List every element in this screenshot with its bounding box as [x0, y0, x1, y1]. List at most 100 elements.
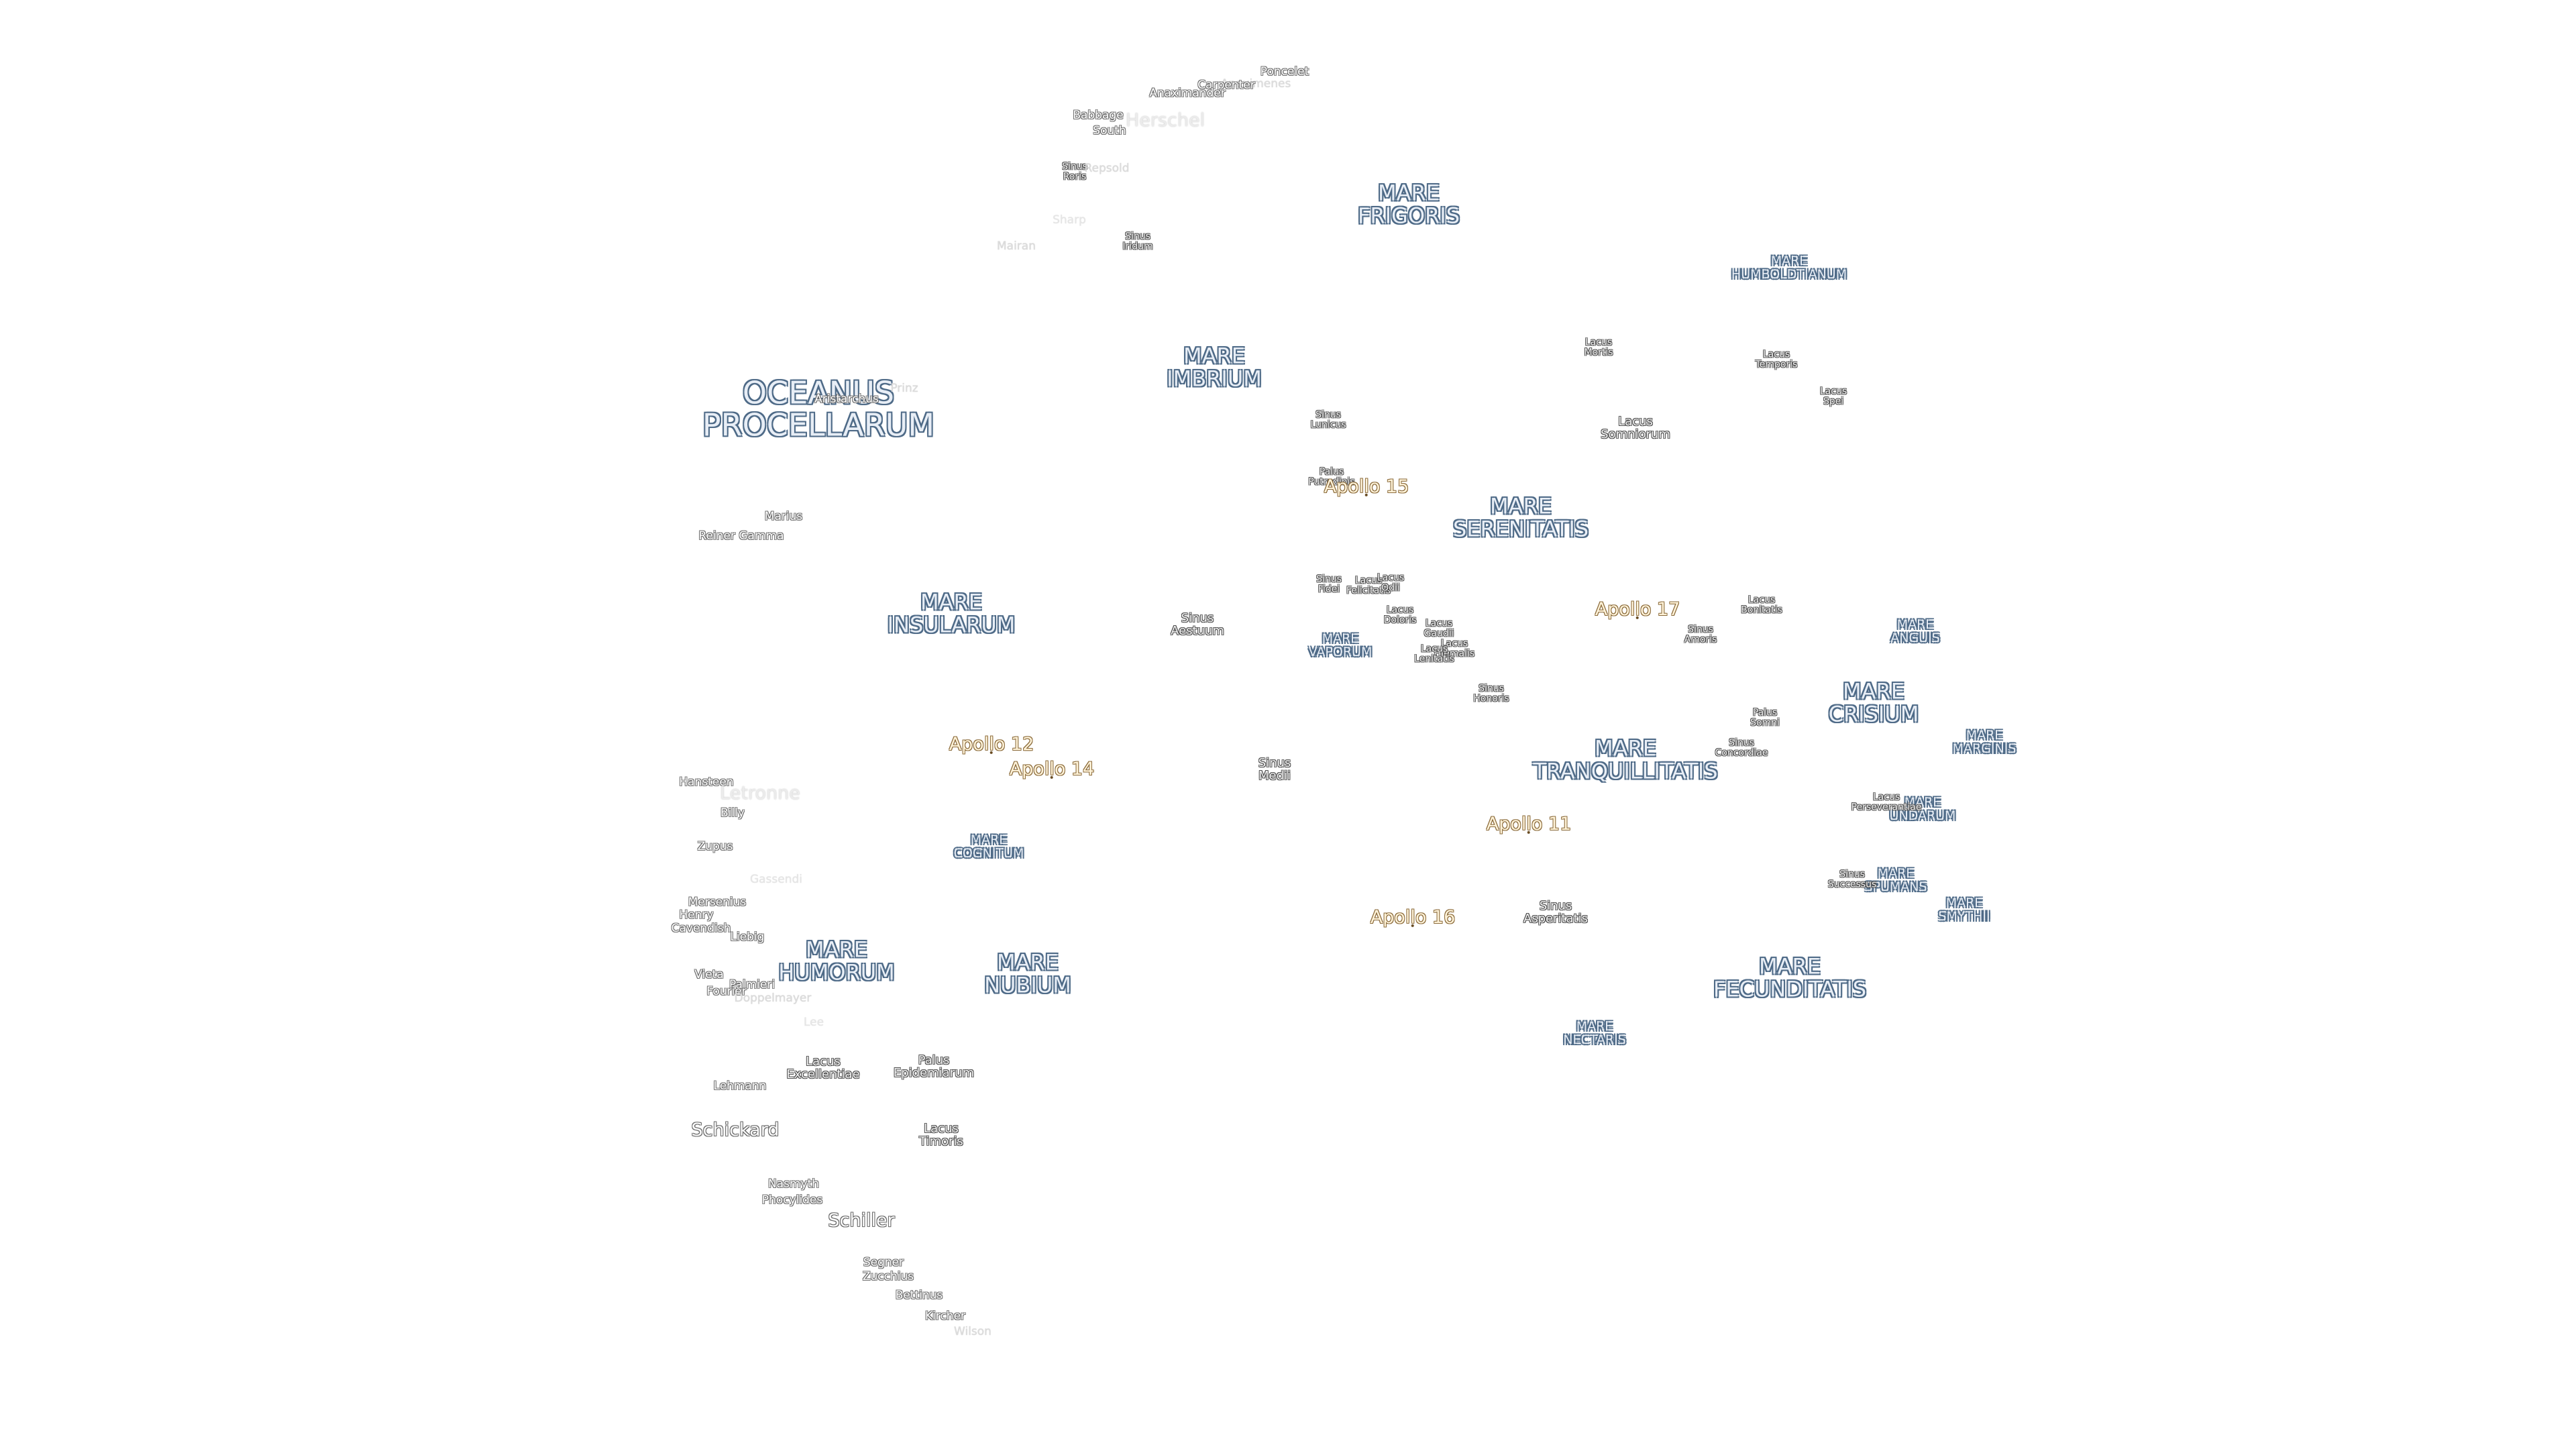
crater-carpenter-label: Carpenter — [1197, 78, 1255, 93]
apollo-11-landing-marker — [1527, 831, 1530, 835]
apollo-16-text-line: Apollo 16 — [1370, 906, 1456, 928]
crater-lehmann-text-line: Lehmann — [713, 1079, 767, 1093]
lacus-mortis-text-line: Lacus — [1585, 337, 1613, 348]
sinus-lunicus-text-line: Lunicus — [1310, 419, 1346, 430]
sinus-roris-text-line: Roris — [1063, 171, 1087, 182]
mare-tranquillitatis-text-line: MARE — [1595, 735, 1656, 761]
crater-zucchius-text-line: Zucchius — [862, 1270, 914, 1284]
crater-palmieri-label: Palmieri — [729, 979, 775, 991]
sinus-aestuum-text-line: Sinus — [1181, 611, 1214, 626]
lacus-timoris-text-line: Timoris — [919, 1134, 963, 1148]
sinus-amoris-text-line: Sinus — [1688, 624, 1713, 635]
crater-poncelet-text-line: Poncelet — [1260, 65, 1309, 79]
crater-liebig-text-line: Liebig — [730, 930, 765, 945]
crater-babbage-text-line: Babbage — [1073, 109, 1124, 123]
palus-putredinis-text-line: Putredinis — [1308, 476, 1355, 487]
crater-marius-text-line: Marius — [764, 510, 803, 524]
mare-undarum-text-line: UNDARUM — [1889, 808, 1956, 823]
mare-anguis-text-line: ANGUIS — [1890, 631, 1940, 645]
mare-spumans-text-line: MARE — [1877, 866, 1915, 881]
crater-anaximander-label: Anaximander — [1149, 87, 1226, 100]
lacus-temporis-text-line: Temporis — [1755, 359, 1798, 370]
crater-palmieri-text-line: Palmieri — [729, 978, 775, 992]
sinus-medii-text-line: Medii — [1258, 769, 1291, 783]
lacus-somniorum-text-line: Somniorum — [1601, 427, 1670, 441]
lacus-bonitatis-text-line: Bonitatis — [1741, 604, 1782, 615]
mare-humboldtianum-text-line: MARE — [1770, 254, 1808, 269]
lacus-gaudii-text-line: Lacus — [1425, 618, 1453, 629]
lacus-excellentiae-text-line: Excellentiae — [786, 1067, 860, 1081]
lacus-hiemalis-text-line: Lacus — [1440, 638, 1468, 649]
mare-nectaris-text-line: MARE — [1576, 1019, 1613, 1034]
crater-fourier-label: Fourier — [706, 985, 747, 999]
crater-aristarchus-label: Aristarchus — [814, 393, 879, 406]
apollo-11-text-line: Apollo 11 — [1486, 813, 1572, 835]
lacus-odii-text-line: Lacus — [1377, 572, 1405, 584]
crater-babbage-label: Babbage — [1073, 109, 1124, 123]
mare-humorum-text-line: MARE — [806, 936, 867, 963]
crater-anaximenes-label: Anaximenes — [1221, 78, 1291, 91]
sinus-iridum-text-line: Iridum — [1122, 241, 1153, 252]
mare-vaporum-text-line: MARE — [1322, 631, 1359, 647]
crater-herschel-label: Herschel — [1126, 111, 1205, 130]
sinus-asperitatis-text-line: Sinus — [1539, 899, 1572, 914]
crater-zupus-label: Zupus — [698, 841, 733, 853]
crater-mairan-label: Mairan — [997, 240, 1036, 253]
sinus-asperitatis-text-line: Asperitatis — [1523, 912, 1589, 926]
crater-fourier-text-line: Fourier — [706, 985, 747, 999]
sinus-roris-text-line: Sinus — [1062, 161, 1087, 172]
crater-henry-text-line: Henry — [679, 908, 714, 922]
mare-crisium-text-line: MARE — [1843, 678, 1904, 704]
mare-frigoris-text-line: MARE — [1378, 180, 1440, 206]
crater-phocylides-text-line: Phocylides — [761, 1193, 823, 1208]
apollo-12-landing-marker — [990, 751, 993, 755]
crater-mersenius-label: Mersenius — [688, 896, 747, 909]
oceanus-procellarum-text-line: OCEANUS — [742, 374, 895, 411]
apollo-14-text-line: Apollo 14 — [1009, 758, 1095, 780]
sinus-fidei-text-line: Sinus — [1316, 574, 1342, 585]
crater-schiller-label: Schiller — [828, 1211, 894, 1230]
apollo-16-label: Apollo 16 — [1370, 906, 1456, 928]
crater-billy-text-line: Billy — [720, 806, 745, 820]
mare-tranquillitatis-text-line: TRANQUILLITATIS — [1533, 758, 1718, 784]
mare-spumans-text-line: SPUMANS — [1864, 879, 1927, 894]
crater-carpenter-text-line: Carpenter — [1197, 78, 1255, 93]
crater-repsold-text-line: Repsold — [1084, 162, 1130, 176]
crater-hansteen-label: Hansteen — [679, 776, 733, 789]
mare-nectaris-text-line: NECTARIS — [1563, 1032, 1626, 1047]
mare-fecunditatis-text-line: FECUNDITATIS — [1713, 976, 1867, 1002]
crater-nasmyth-label: Nasmyth — [768, 1178, 819, 1191]
crater-bettinus-text-line: Bettinus — [895, 1289, 943, 1303]
lacus-gaudii-text-line: Gaudii — [1424, 628, 1454, 639]
crater-letronne-label: Letronne — [720, 784, 800, 803]
crater-wilson-label: Wilson — [954, 1326, 991, 1338]
lacus-felicitatis-text-line: Felicitatis — [1346, 585, 1391, 596]
mare-humorum-text-line: HUMORUM — [778, 959, 895, 985]
crater-billy-label: Billy — [720, 806, 745, 820]
crater-wilson-text-line: Wilson — [954, 1325, 991, 1339]
crater-phocylides-label: Phocylides — [761, 1193, 823, 1208]
apollo-17-landing-marker — [1636, 616, 1639, 620]
lacus-odii-text-line: Odii — [1381, 582, 1400, 593]
apollo-11-label: Apollo 11 — [1486, 813, 1572, 835]
lacus-timoris-text-line: Lacus — [924, 1122, 959, 1136]
